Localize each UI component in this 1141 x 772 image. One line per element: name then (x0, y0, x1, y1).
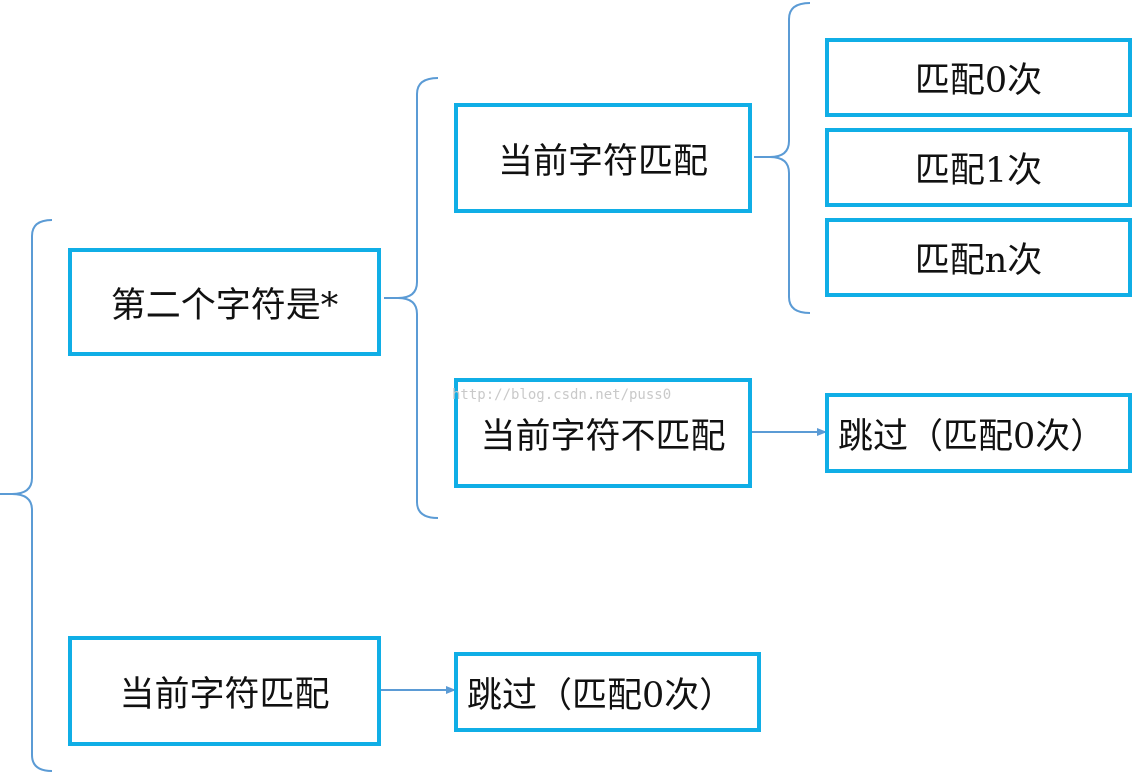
node-skip-match-zero-b: 跳过（匹配0次） (454, 652, 761, 732)
node-match-one: 匹配1次 (825, 128, 1132, 207)
node-current-char-match: 当前字符匹配 (454, 103, 752, 213)
node-second-char-star: 第二个字符是* (68, 248, 381, 356)
node-current-char-match-b: 当前字符匹配 (68, 636, 381, 746)
root-brace (11, 219, 53, 772)
watermark-text: http://blog.csdn.net/puss0 (452, 387, 672, 403)
node-match-zero: 匹配0次 (825, 38, 1132, 117)
match-brace (769, 2, 811, 314)
node-current-char-no-match: 当前字符不匹配 (454, 378, 752, 488)
star-brace (397, 77, 439, 519)
node-match-n: 匹配n次 (825, 218, 1132, 297)
node-skip-match-zero-a: 跳过（匹配0次） (825, 393, 1132, 473)
